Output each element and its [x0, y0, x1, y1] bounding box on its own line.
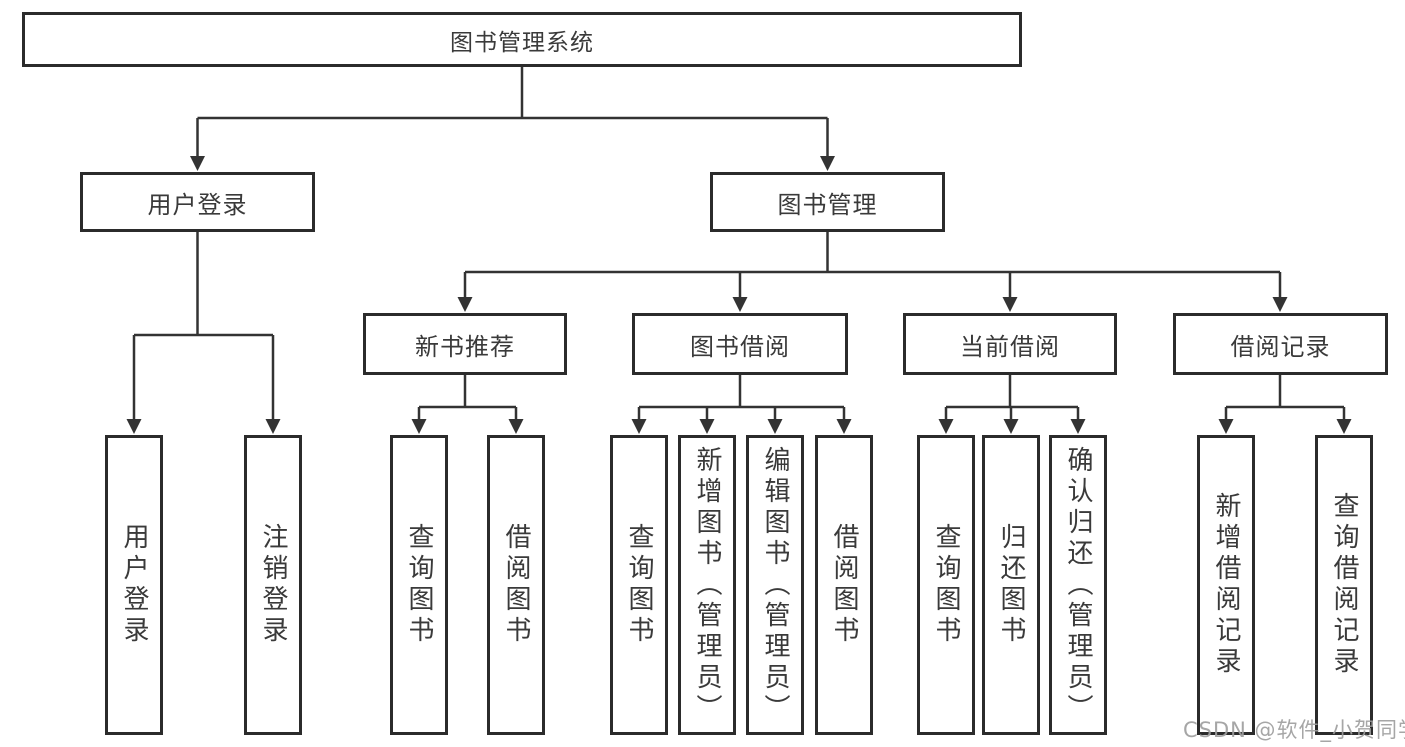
leaf-label: 借阅图书	[501, 523, 531, 647]
node-label: 当前借阅	[960, 332, 1060, 361]
leaf-query-borrow-record: 查询借阅记录	[1315, 435, 1373, 735]
node-new-book-recommend: 新书推荐	[363, 313, 567, 375]
leaf-add-books-admin: 新增图书（管理员）	[678, 435, 736, 735]
leaf-query-books-3: 查询图书	[917, 435, 975, 735]
leaf-label: 确认归还（管理员）	[1063, 445, 1093, 725]
leaf-label: 注销登录	[258, 523, 288, 647]
node-book-borrowing: 图书借阅	[632, 313, 848, 375]
node-label: 图书管理系统	[450, 29, 594, 56]
node-label: 借阅记录	[1230, 332, 1331, 361]
node-user-login-module: 用户登录	[80, 172, 315, 232]
node-label: 图书管理	[777, 190, 878, 219]
leaf-query-books-1: 查询图书	[390, 435, 448, 735]
leaf-add-borrow-record: 新增借阅记录	[1197, 435, 1255, 735]
leaf-query-books-2: 查询图书	[610, 435, 668, 735]
leaf-label: 查询图书	[404, 523, 434, 647]
csdn-watermark: CSDN @软件_小贺同学	[1183, 718, 1405, 742]
leaf-label: 查询图书	[624, 523, 654, 647]
leaf-label: 查询借阅记录	[1329, 492, 1359, 678]
leaf-label: 新增借阅记录	[1211, 492, 1241, 678]
node-label: 图书借阅	[690, 332, 790, 361]
leaf-label: 归还图书	[996, 523, 1026, 647]
node-borrow-records: 借阅记录	[1173, 313, 1388, 375]
leaf-label: 借阅图书	[829, 523, 859, 647]
leaf-borrow-books-1: 借阅图书	[487, 435, 545, 735]
leaf-label: 查询图书	[931, 523, 961, 647]
leaf-borrow-books-2: 借阅图书	[815, 435, 873, 735]
node-book-management-module: 图书管理	[710, 172, 945, 232]
leaf-confirm-return-admin: 确认归还（管理员）	[1049, 435, 1107, 735]
node-root-system: 图书管理系统	[22, 12, 1022, 67]
leaf-return-books: 归还图书	[982, 435, 1040, 735]
node-current-borrowing: 当前借阅	[903, 313, 1117, 375]
leaf-logout: 注销登录	[244, 435, 302, 735]
leaf-label: 用户登录	[119, 523, 149, 647]
leaf-label: 新增图书（管理员）	[692, 445, 722, 725]
leaf-user-login: 用户登录	[105, 435, 163, 735]
leaf-label: 编辑图书（管理员）	[760, 445, 790, 725]
node-label: 用户登录	[147, 190, 248, 219]
node-label: 新书推荐	[415, 332, 515, 361]
leaf-edit-books-admin: 编辑图书（管理员）	[746, 435, 804, 735]
